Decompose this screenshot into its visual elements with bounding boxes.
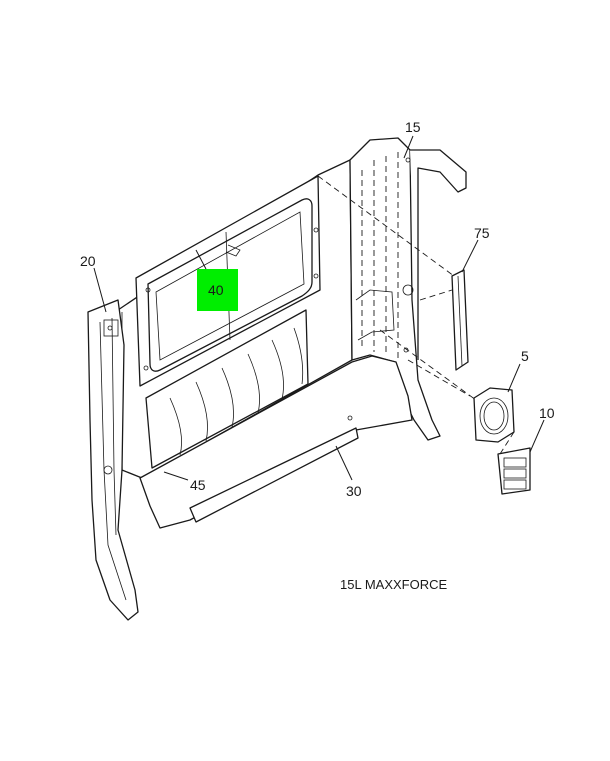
callout-20: 20 bbox=[80, 253, 107, 313]
callout-30: 30 bbox=[335, 445, 362, 499]
callout-10: 10 bbox=[529, 405, 555, 453]
kick-panel-part-30 bbox=[189, 427, 359, 523]
callout-label-20: 20 bbox=[80, 253, 96, 269]
engine-caption: 15L MAXXFORCE bbox=[340, 577, 447, 592]
trim-strip-part-75 bbox=[451, 269, 469, 371]
speaker-bezel-part-5 bbox=[473, 387, 515, 443]
callout-40: 40 bbox=[195, 249, 238, 311]
callout-5: 5 bbox=[507, 348, 529, 393]
callout-15: 15 bbox=[403, 119, 421, 159]
floor-trim-part-45 bbox=[139, 355, 413, 529]
callout-label-40: 40 bbox=[208, 282, 224, 298]
callout-label-30: 30 bbox=[346, 483, 362, 499]
left-pillar-part-20 bbox=[87, 299, 139, 621]
callout-45: 45 bbox=[163, 471, 206, 493]
callout-label-15: 15 bbox=[405, 119, 421, 135]
storage-pocket bbox=[145, 309, 309, 469]
switch-panel-part-10 bbox=[497, 447, 531, 495]
callout-label-10: 10 bbox=[539, 405, 555, 421]
callout-label-5: 5 bbox=[521, 348, 529, 364]
callout-label-75: 75 bbox=[474, 225, 490, 241]
projection-lines bbox=[317, 175, 515, 455]
callout-75: 75 bbox=[461, 225, 490, 273]
highlight-box bbox=[197, 269, 238, 311]
callout-label-45: 45 bbox=[190, 477, 206, 493]
